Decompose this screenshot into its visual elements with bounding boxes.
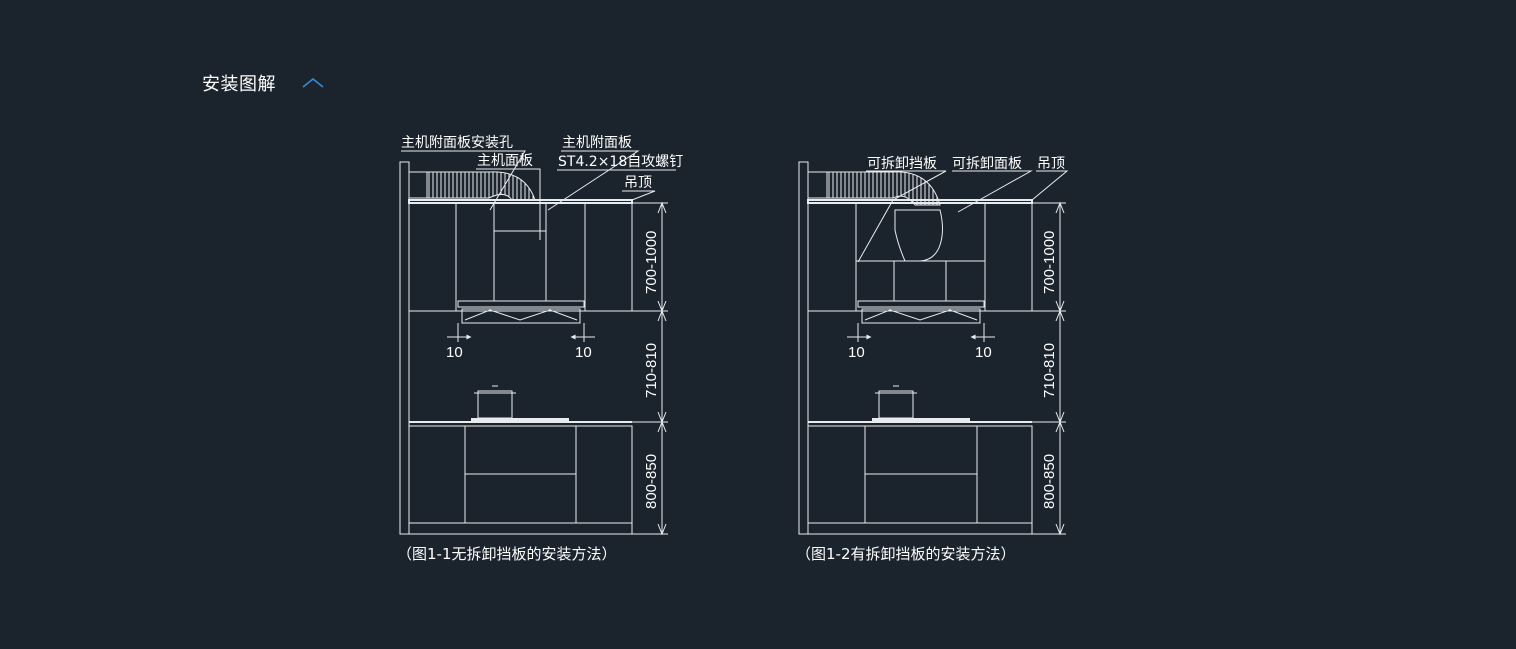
cooking-pot	[878, 390, 914, 419]
dim-lower: 800-850	[1041, 454, 1058, 509]
label-main-panel: 主机面板	[477, 153, 533, 169]
cooktop	[872, 418, 970, 422]
wall	[798, 161, 809, 535]
wall	[399, 161, 410, 535]
range-hood	[457, 300, 585, 308]
dim-gap-right: 10	[575, 344, 592, 361]
label-removable-baffle: 可拆卸挡板	[867, 156, 937, 172]
range-hood	[857, 300, 985, 308]
upper-cabinet-left	[408, 202, 457, 312]
figure-2: 可拆卸挡板 可拆卸面板 吊顶 10 10 700-1000 710-810 80…	[796, 156, 1069, 563]
ceiling	[807, 199, 1033, 204]
upper-cabinet-left	[807, 202, 857, 312]
dim-upper: 700-1000	[643, 231, 660, 294]
section-header: 安装图解	[202, 70, 326, 96]
upper-cabinet-right	[984, 202, 1033, 312]
dim-gap-left: 10	[848, 344, 865, 361]
chevron-up-icon[interactable]	[300, 74, 326, 92]
section-title: 安装图解	[202, 74, 276, 95]
hood-body	[461, 308, 581, 324]
cooktop	[471, 418, 569, 422]
exhaust-duct	[826, 171, 894, 199]
label-panel-hole: 主机附面板安装孔	[401, 135, 513, 151]
label-screw: ST4.2×18自攻螺钉	[558, 154, 683, 170]
label-ceiling: 吊顶	[624, 175, 652, 191]
dim-gap-left: 10	[446, 344, 463, 361]
cooking-pot	[477, 390, 513, 419]
dim-gap-right: 10	[975, 344, 992, 361]
ceiling	[408, 199, 633, 204]
dim-upper: 700-1000	[1041, 231, 1058, 294]
hood-body	[861, 308, 981, 324]
hood-chimney	[893, 260, 947, 302]
duct-elbow	[488, 171, 536, 201]
figure-1: 主机附面板安装孔 主机面板 主机附面板 ST4.2×18自攻螺钉 吊顶 10 1…	[397, 135, 683, 563]
fan-motor	[894, 209, 943, 262]
dim-lower: 800-850	[643, 454, 660, 509]
label-ceiling: 吊顶	[1037, 156, 1065, 172]
duct-elbow	[892, 171, 941, 206]
dim-middle: 710-810	[643, 343, 660, 398]
label-removable-panel: 可拆卸面板	[952, 156, 1022, 172]
hood-chimney	[493, 230, 547, 302]
dim-middle: 710-810	[1041, 343, 1058, 398]
label-attached-panel: 主机附面板	[562, 135, 632, 151]
caption-figure-1: （图1-1无拆卸挡板的安装方法）	[397, 545, 617, 563]
exhaust-duct	[426, 171, 490, 199]
caption-figure-2: （图1-2有拆卸挡板的安装方法）	[796, 545, 1016, 563]
upper-cabinet-right	[584, 202, 633, 312]
